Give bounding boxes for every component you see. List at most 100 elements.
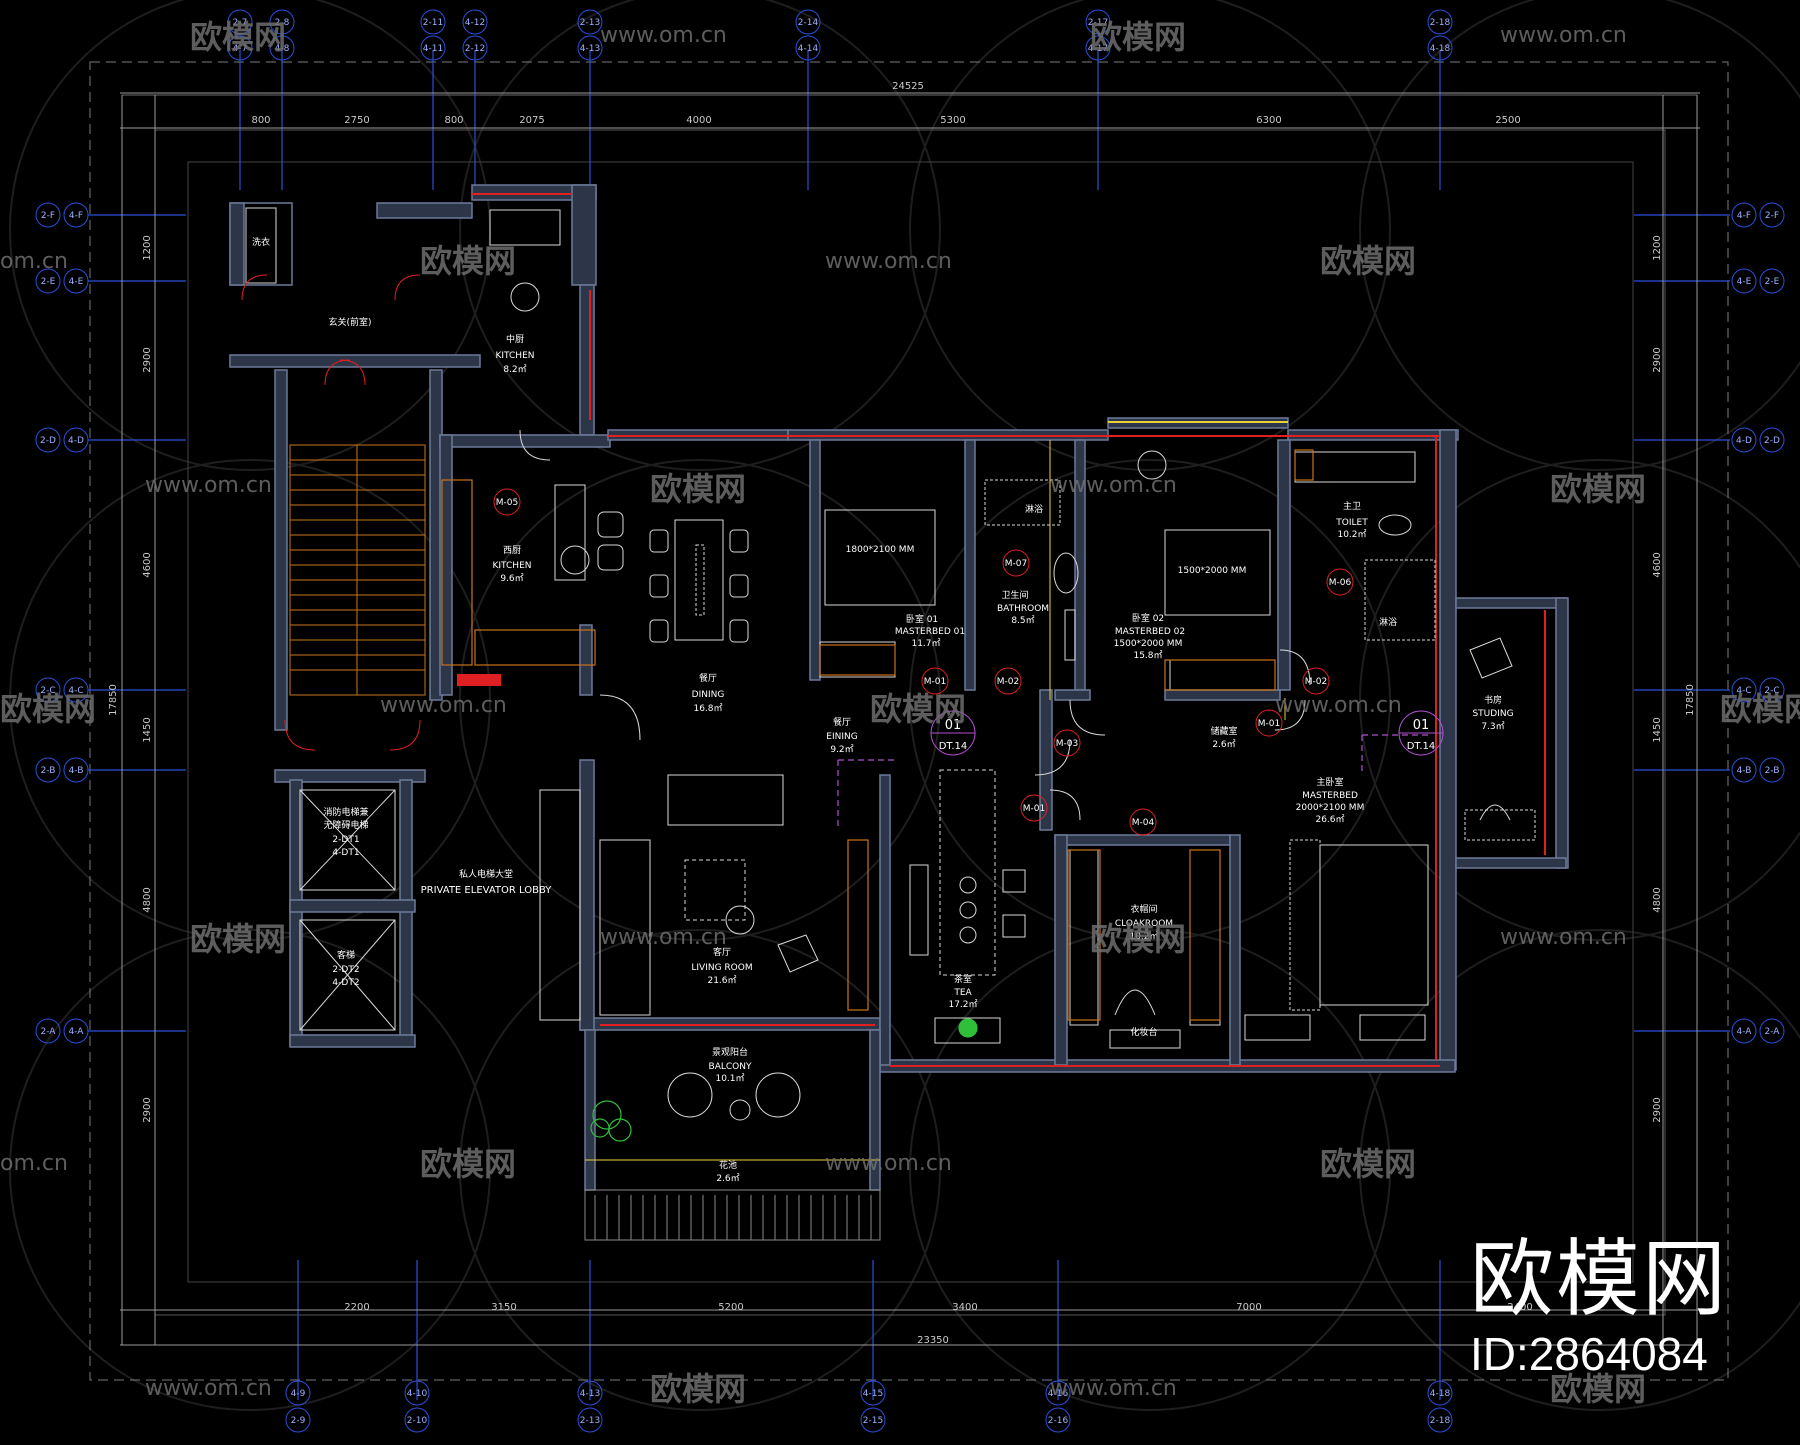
watermark-brand: 欧模网: [650, 470, 746, 508]
door-swings-white: [519, 429, 1311, 821]
grid-bubble: 2-134-13: [577, 9, 603, 61]
grid-bubble: 2-84-8: [269, 9, 295, 61]
door-tag: M-02: [1302, 667, 1330, 695]
grid-label: 2-E: [41, 277, 56, 287]
door-tag: M-01: [1255, 709, 1283, 737]
room-mb1-en: MASTERBED 01: [895, 627, 965, 637]
dim-bottom-total: 23350: [917, 1335, 949, 1346]
watermark-site: www.om.cn: [145, 473, 272, 498]
watermark-brand: 欧模网: [420, 1145, 516, 1183]
dim-right-segment: 4800: [1652, 887, 1663, 912]
grid-label: 2-18: [1430, 18, 1451, 28]
room-studing-cn: 书房: [1484, 694, 1502, 706]
door-tag-label: M-07: [1005, 559, 1027, 569]
dim-top-segment: 2750: [344, 115, 369, 126]
grid-label: 4-E: [69, 277, 84, 287]
grid-bubble: 4-122-12: [462, 9, 488, 61]
door-tag-label: M-01: [1258, 719, 1280, 729]
room-mb2-cn: 卧室 02: [1132, 612, 1164, 624]
grid-label: 4-8: [275, 44, 290, 54]
watermark-site-short: om.cn: [0, 249, 68, 274]
grid-label: 4-E: [1737, 277, 1752, 287]
grid-label: 2-C: [1764, 686, 1779, 696]
corner-brand-name: 欧模网: [1469, 1230, 1728, 1328]
dim-left-segment: 1450: [142, 717, 153, 742]
grid-label: 2-D: [40, 436, 56, 446]
dim-left-segment: 2900: [142, 347, 153, 372]
room-eining-cn: 餐厅: [833, 716, 851, 728]
room-master-area: 26.6㎡: [1315, 814, 1344, 825]
door-tag: M-03: [1053, 729, 1081, 757]
grid-label: 2-11: [423, 18, 443, 28]
grid-label: 2-9: [291, 1416, 306, 1426]
door-tag-label: M-01: [924, 677, 946, 687]
grid-label: 4-11: [423, 44, 443, 54]
room-dining-en: DINING: [692, 690, 725, 700]
section-mark: 01 DT.14: [1398, 710, 1444, 756]
door-tag-label: M-03: [1056, 739, 1078, 749]
dimension-text-vertical: 1200 2900 4600 1450 4800 2900 17850 1200…: [108, 235, 1696, 1122]
lift2-code2: 4-DT2: [332, 978, 359, 988]
grid-label: 2-18: [1430, 1416, 1451, 1426]
watermark-site: www.om.cn: [825, 1151, 952, 1176]
dim-top-segment: 5300: [940, 115, 965, 126]
door-tag: M-06: [1326, 568, 1354, 596]
dim-right-segment: 2900: [1652, 347, 1663, 372]
grid-label: 4-14: [798, 44, 819, 54]
section-ref: DT.14: [939, 741, 968, 752]
room-eining-area: 9.2㎡: [830, 744, 853, 755]
section-ref: DT.14: [1407, 741, 1436, 752]
grid-bubble: 4-E 2-E: [1731, 268, 1785, 294]
room-dining-cn: 餐厅: [699, 672, 717, 684]
wall-accents: [457, 193, 1546, 1067]
door-tag-label: M-05: [496, 498, 518, 508]
room-planter-area: 2.6㎡: [716, 1173, 739, 1184]
dim-top-segment: 800: [251, 115, 270, 126]
room-mb2-size: 1500*2000 MM: [1114, 639, 1183, 649]
dim-bottom-segment: 2400: [1507, 1302, 1532, 1313]
grid-label: 2-7: [233, 18, 248, 28]
room-master-en: MASTERBED: [1302, 791, 1358, 801]
grid-label: 4-A: [69, 1027, 85, 1037]
door-tag-label: M-02: [1305, 677, 1327, 687]
watermark-site: www.om.cn: [380, 693, 507, 718]
room-shower: 淋浴: [1379, 616, 1397, 628]
grid-label: 4-13: [580, 44, 600, 54]
dim-bottom-segment: 2200: [344, 1302, 369, 1313]
bottom-grid-bubbles: 4-92-9 4-102-10 4-132-13 4-152-15 4-162-…: [285, 1380, 1453, 1433]
watermark-site: www.om.cn: [825, 249, 952, 274]
dim-left-segment: 1200: [142, 235, 153, 260]
grid-lines: [88, 50, 1730, 1400]
lobby-cn: 私人电梯大堂: [459, 868, 513, 880]
grid-label: 4-D: [1736, 436, 1752, 446]
grid-bubble: 4-152-15: [860, 1380, 886, 1433]
grid-bubble: 4-92-9: [285, 1380, 311, 1433]
room-cloak-cn: 衣帽间: [1130, 903, 1157, 915]
grid-label: 4-15: [863, 1389, 883, 1399]
grid-bubble: 4-18 2-18: [1427, 1380, 1453, 1433]
section-marks: 01 DT.14 01 DT.14: [930, 710, 1444, 756]
watermark-brand: 欧模网: [190, 920, 286, 958]
dim-top-segment: 4000: [686, 115, 711, 126]
grid-label: 2-10: [407, 1416, 428, 1426]
watermark-brand: 欧模网: [1090, 920, 1186, 958]
section-number: 01: [1413, 718, 1430, 733]
watermark-text: 欧模网 欧模网 欧模网 欧模网 欧模网 欧模网 欧模网 欧模网 欧模网 欧模网 …: [0, 18, 1800, 1408]
watermark-site: www.om.cn: [145, 1376, 272, 1401]
grid-label: 4-18: [1430, 1389, 1451, 1399]
grid-label: 4-B: [1737, 766, 1752, 776]
grid-label: 4-C: [1736, 686, 1751, 696]
room-cloak-en: CLOAKROOM: [1115, 919, 1173, 929]
door-tag: M-02: [994, 667, 1022, 695]
grid-bubble: 4-132-13: [577, 1380, 603, 1433]
grid-bubble: 4-102-10: [404, 1380, 430, 1433]
section-number: 01: [945, 718, 962, 733]
watermark-brand: 欧模网: [870, 690, 966, 728]
grid-label: 2-F: [41, 211, 55, 221]
corner-model-id: ID:2864084: [1469, 1328, 1708, 1380]
grid-label: 2-E: [1765, 277, 1780, 287]
